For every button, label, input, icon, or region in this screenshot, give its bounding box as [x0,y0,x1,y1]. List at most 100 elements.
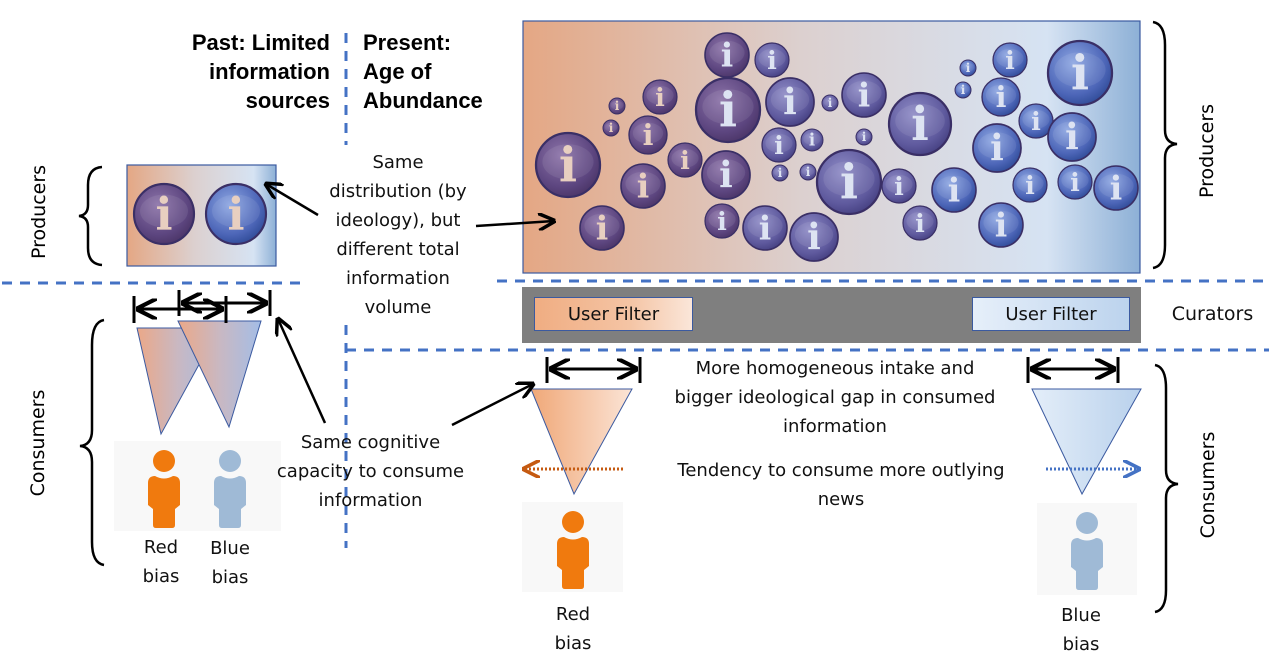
info-icon: i [789,212,839,262]
info-glyph: i [961,83,966,97]
label-producers-right: Producers [1196,103,1218,199]
info-icon: i [761,127,797,163]
annotation-line: information [783,416,887,437]
info-glyph: i [894,172,904,202]
info-icon: i [1012,167,1048,203]
red-user-filter[interactable]: User Filter [534,297,693,331]
annotation-line: volume [364,297,432,318]
label-present-blue-bias: Blue bias [1050,601,1112,659]
brace-consumers-right [1154,363,1179,614]
present-blue-person-icon [1071,512,1103,590]
annotation-line: capacity to consume [276,461,465,482]
info-icon: i [972,123,1022,173]
info-icon: i [841,72,887,118]
info-glyph: i [774,131,784,161]
info-icon: i [628,115,668,155]
info-icon: i [887,91,953,157]
heading-present-line: Age of [363,59,432,84]
present-blue-cone [1031,388,1142,496]
info-icon: i [855,128,873,146]
heading-past-line: Past: Limited [191,30,330,55]
heading-present: Present: Age of Abundance [363,28,523,115]
annotation-line: More homogeneous intake and [695,358,975,379]
annotation-line: information [346,268,450,289]
annotation-line: bigger ideological gap in consumed [674,387,996,408]
annotation-distribution: Same distribution (by ideology), but dif… [317,148,479,322]
info-glyph: i [655,83,665,113]
present-red-person-icon [557,511,589,589]
info-icon: i [667,142,703,178]
info-icon: i [821,94,839,112]
past-blue-cone [177,320,262,429]
past-consumers-icons [114,441,281,531]
label-consumers-right: Consumers [1197,431,1219,539]
info-glyph: i [911,96,929,151]
info-icon: i [1018,103,1054,139]
info-icon: i [704,32,750,78]
brace-producers-left [78,165,103,267]
info-glyph: i [990,127,1004,169]
info-icon: i [1047,112,1097,162]
info-glyph: i [680,146,690,176]
info-glyph: i [1070,168,1080,198]
info-icon: i [602,119,620,137]
heading-present-line: Abundance [363,88,483,113]
info-icon: i [978,202,1024,248]
info-icon: i [620,163,666,209]
bias-line: bias [211,567,249,588]
annotation-line: distribution (by [329,181,467,202]
info-icon: i [931,167,977,213]
info-icon: i [1093,165,1139,211]
bias-line: Blue [210,538,250,559]
info-glyph: i [717,207,727,237]
info-glyph: i [995,205,1008,244]
present-capacity-arrows [545,357,1120,383]
label-past-blue-bias: Blue bias [199,534,261,592]
label-producers-left: Producers [28,164,50,260]
label-past-red-bias: Red bias [130,533,192,591]
info-glyph: i [1025,171,1035,201]
past-red-person-icon [148,450,180,528]
info-glyph: i [1031,107,1041,137]
info-glyph: i [806,165,811,179]
annotation-tendency: Tendency to consume more outlying news [650,456,1032,514]
info-icon: i [132,182,196,246]
info-glyph: i [948,170,961,209]
info-glyph: i [783,81,797,123]
annotation-line: ideology), but [335,210,461,231]
info-glyph: i [996,80,1007,114]
heading-past: Past: Limited information sources [150,28,330,115]
annotation-line: Tendency to consume more outlying [677,460,1005,481]
info-glyph: i [559,138,577,194]
info-icon: i [642,79,678,115]
annotation-line: information [318,490,423,511]
info-glyph: i [1005,46,1015,76]
divider-lines [2,33,1269,548]
past-blue-person-icon [214,450,246,528]
info-glyph: i [915,209,925,239]
info-icon: i [799,163,817,181]
bias-line: bias [1062,634,1100,655]
past-capacity-arrows [132,290,272,323]
annotation-homogeneous: More homogeneous intake and bigger ideol… [650,354,1020,441]
info-icon: i [608,97,626,115]
info-glyph: i [809,131,815,150]
info-icon: i [694,76,762,144]
info-glyph: i [721,35,734,74]
info-glyph: i [767,46,777,76]
heading-past-line: information [209,59,330,84]
info-glyph: i [828,96,833,110]
label-present-red-bias: Red bias [542,600,604,658]
annotation-line: news [817,489,865,510]
annotation-pointers [266,184,554,427]
annotation-line: Same [372,152,424,173]
info-glyph: i [615,99,620,113]
info-icon: i [902,205,938,241]
bias-line: bias [142,566,180,587]
info-icon: i [1057,164,1093,200]
blue-user-filter[interactable]: User Filter [972,297,1130,331]
bias-line: Red [143,537,179,558]
info-icon: i [742,205,788,251]
info-icon: i [204,182,268,246]
